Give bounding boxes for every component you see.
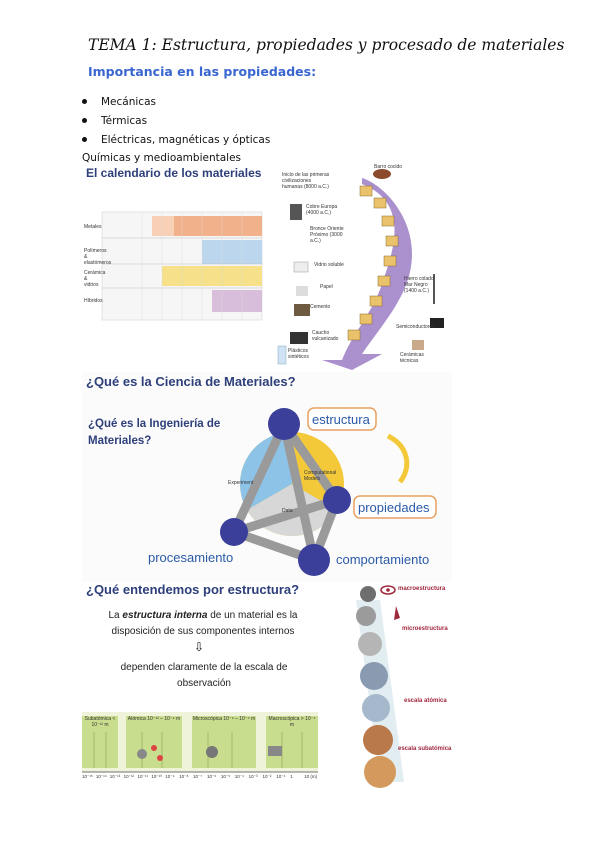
list-item: Eléctricas, magnéticas y ópticas: [82, 130, 270, 149]
axis-tick-label: 10⁻⁹: [165, 774, 175, 779]
node-label: procesamiento: [148, 550, 234, 565]
bullet-icon: [82, 137, 87, 142]
axis-tick-label: 10⁻¹: [276, 774, 286, 779]
axis-tick-label: 10⁻¹⁰: [151, 774, 163, 779]
zoom-label: escala atómica: [404, 698, 447, 704]
down-arrow-icon: ⇩: [194, 640, 205, 654]
spiral-label: Semiconductores: [396, 324, 435, 330]
science-figure: ¿Qué es la Ciencia de Materiales? ¿Qué e…: [82, 372, 452, 582]
bullet-icon: [82, 99, 87, 104]
axis-tick-label: 10⁻¹³: [109, 774, 121, 779]
spiral-label: Caucho vulcanizado: [312, 330, 339, 342]
spiral-label: Papel: [320, 284, 333, 290]
spiral-label: Plásticos sintéticos: [288, 348, 309, 360]
spiral-label: Hierro colado Mar Negro (1400 a.C.): [404, 276, 434, 294]
spiral-label: Bronce Oriente Próximo (3000 a.C.): [310, 226, 344, 244]
section-subtitle: Importancia en las propiedades:: [88, 64, 317, 79]
property-list: Mecánicas Térmicas Eléctricas, magnética…: [82, 92, 270, 149]
structure-figure: ¿Qué entendemos por estructura? La estru…: [82, 582, 318, 788]
zoom-figure: macroestructura microestructura escala a…: [320, 582, 454, 788]
calendar-row-label: Cerámica & vidrios: [84, 270, 106, 288]
calendar-row-label: Híbridos: [84, 298, 103, 304]
calendar-chart: [101, 169, 444, 370]
spiral-label: Cemento: [310, 304, 331, 310]
page-title: TEMA 1: Estructura, propiedades y proces…: [88, 36, 565, 54]
engineering-question: ¿Qué es la Ingeniería de Materiales?: [88, 418, 221, 447]
spiral-label: Vidrio soluble: [314, 262, 344, 268]
calendar-figure: El calendario de los materiales: [82, 164, 452, 370]
spiral-label: Cobre Europa (4000 a.C.): [306, 204, 338, 216]
axis-tick-label: 10⁻¹⁵: [82, 774, 93, 779]
bullet-icon: [82, 118, 87, 123]
calendar-row-label: Metales: [84, 224, 102, 230]
center-label: Data: [282, 508, 293, 514]
axis-tick-label: 10⁻²: [262, 774, 272, 779]
scale-label: Atómica 10⁻¹² – 10⁻⁹ m: [127, 716, 181, 722]
extra-line: Químicas y medioambientales: [82, 152, 242, 164]
spiral-label: Barro cocido: [374, 164, 403, 170]
zoom-label: macroestructura: [398, 586, 446, 592]
axis-tick-label: 10⁻⁴: [234, 774, 245, 779]
scale-dependence: dependen claramente de la escala de obse…: [120, 662, 288, 689]
axis-tick-label: 10 (m): [304, 774, 318, 779]
scale-diagram: [82, 712, 318, 773]
list-item: Térmicas: [82, 111, 270, 130]
scale-label: Subatómica < 10⁻¹² m: [84, 716, 116, 728]
spiral-label: Cerámicas técnicas: [400, 352, 424, 364]
structure-heading: ¿Qué entendemos por estructura?: [86, 582, 300, 597]
axis-tick-label: 10⁻¹⁴: [95, 774, 107, 779]
axis-tick-label: 10⁻⁵: [220, 774, 231, 779]
center-label: Experiment: [228, 480, 254, 486]
axis-tick-label: 10⁻³: [248, 774, 258, 779]
axis-tick-label: 10⁻¹²: [123, 774, 135, 779]
science-heading: ¿Qué es la Ciencia de Materiales?: [86, 374, 296, 389]
center-label: Computational Models: [304, 470, 337, 482]
axis-tick-label: 10⁻⁸: [179, 774, 189, 779]
calendar-row-label: Polímeros & elastómeros: [84, 248, 112, 266]
spiral-label: Inicio de las primeras civilizaciones hu…: [282, 172, 330, 190]
zoom-diagram: [356, 585, 404, 788]
axis-tick-label: 10⁻⁷: [193, 774, 203, 779]
node-label: estructura: [312, 412, 370, 427]
list-item: Mecánicas: [82, 92, 270, 111]
calendar-heading: El calendario de los materiales: [86, 166, 262, 180]
axis-tick-label: 10⁻¹¹: [137, 774, 148, 779]
structure-definition: La estructura interna de un material es …: [108, 610, 298, 637]
node-label: comportamiento: [336, 552, 430, 567]
node-label: propiedades: [358, 500, 430, 515]
scale-label: Microscópica 10⁻⁹ – 10⁻⁴ m: [192, 716, 256, 722]
tetrahedron-diagram: [220, 407, 437, 576]
scale-label: Macroscópica > 10⁻⁴ m: [268, 716, 316, 728]
axis-tick-label: 1: [290, 774, 293, 779]
zoom-label: microestructura: [402, 626, 448, 632]
axis-tick-label: 10⁻⁶: [206, 774, 217, 779]
zoom-label: escala subatómica: [398, 746, 452, 752]
